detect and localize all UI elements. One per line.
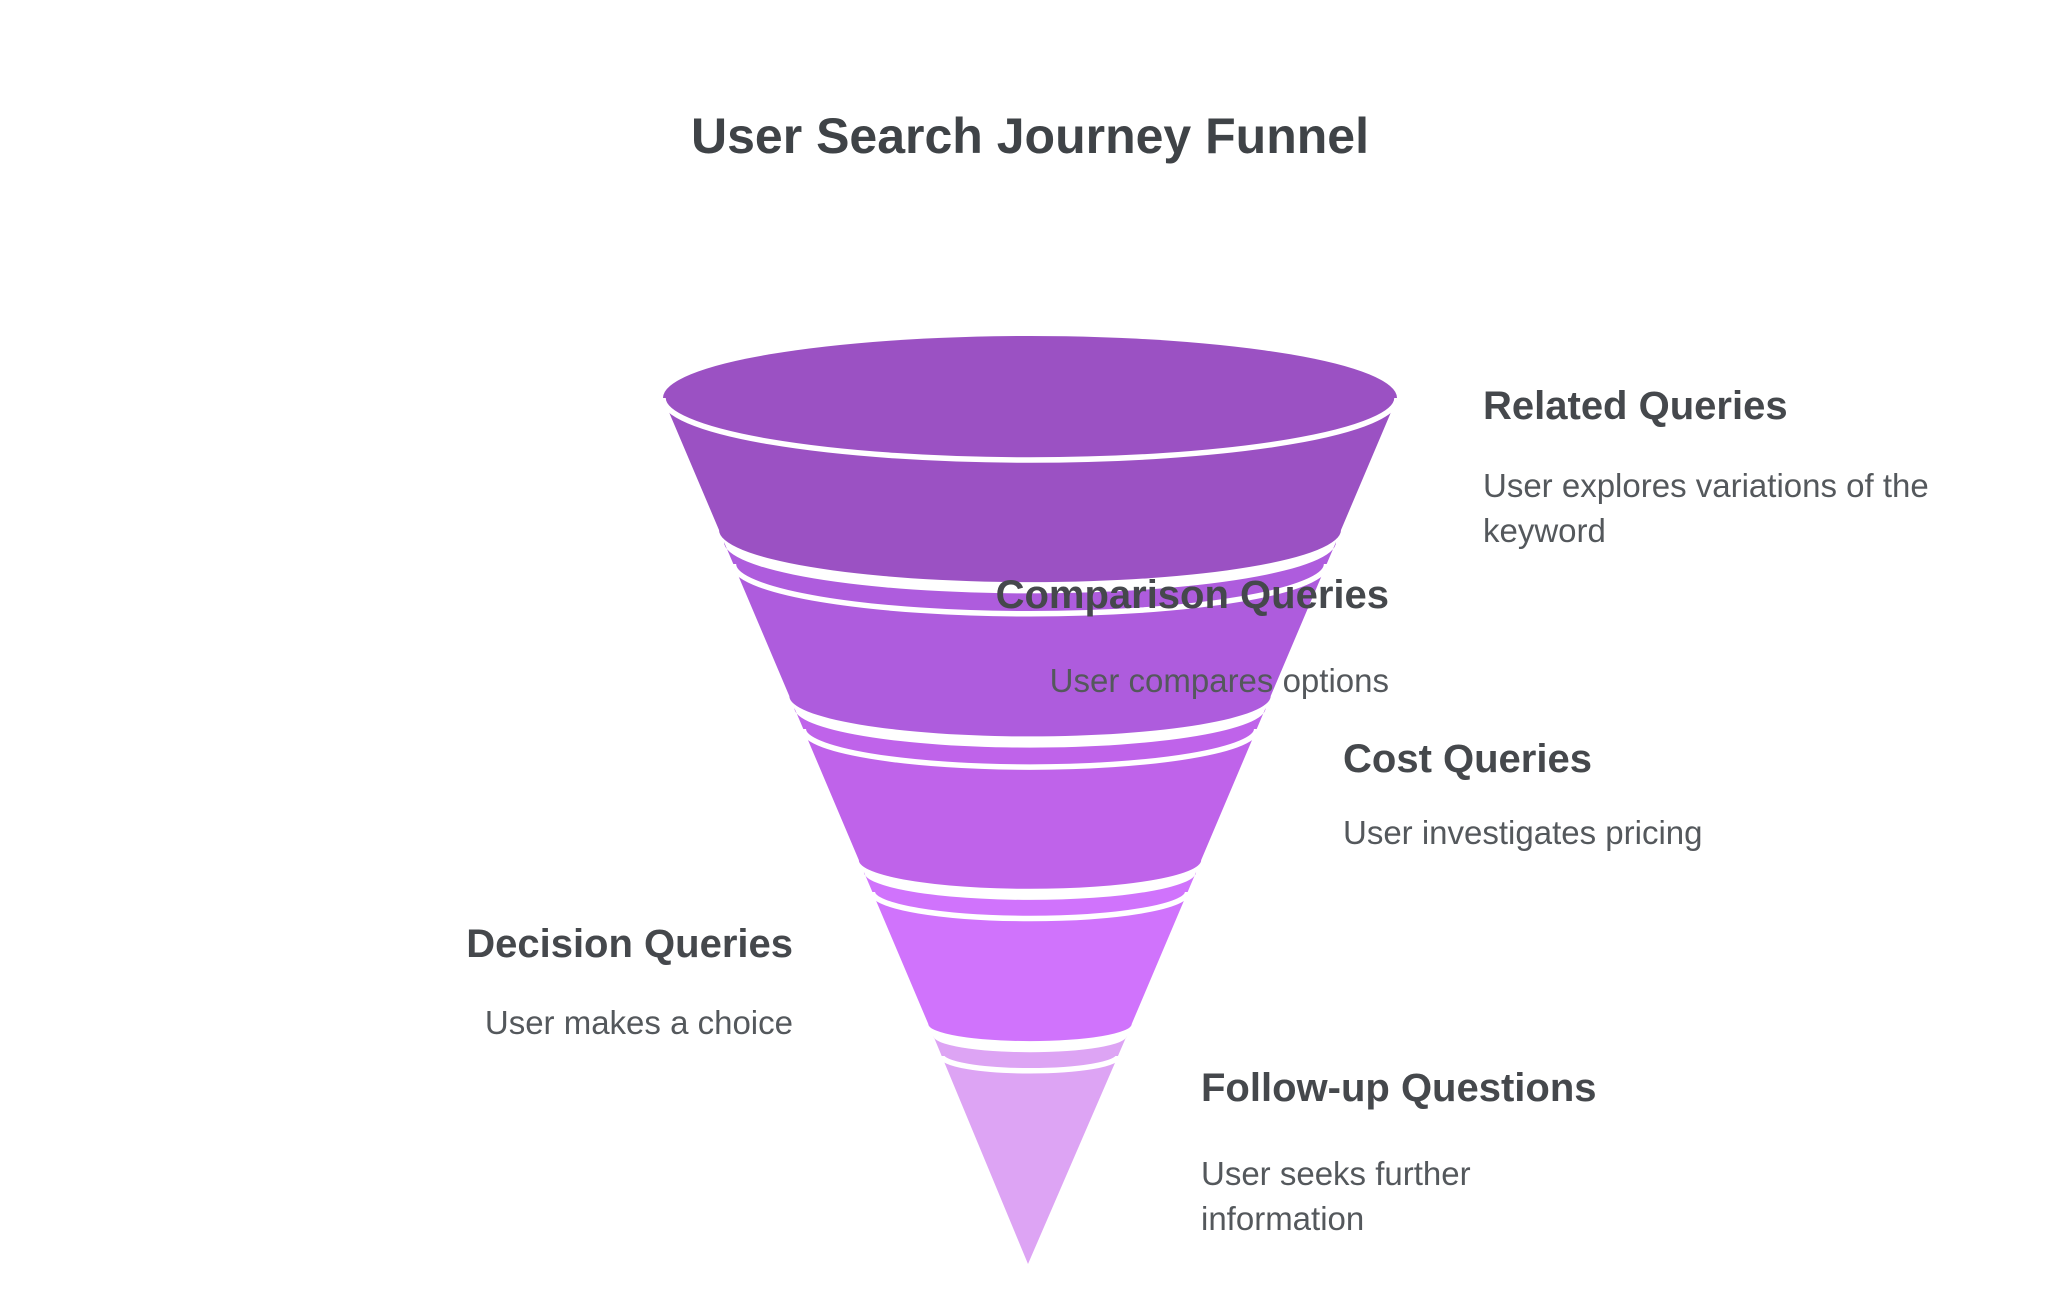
funnel-stage-body [724,542,1336,737]
funnel-rim-line [730,563,1330,617]
label-group-decision-queries: Decision Queries User makes a choice [273,918,793,1046]
funnel-stage-body [863,872,1197,1042]
label-group-related-queries: Related Queries User explores variations… [1483,380,1943,553]
page-title: User Search Journey Funnel [690,108,1370,164]
label-group-follow-up-questions: Follow-up Questions User seeks further i… [1201,1062,1597,1241]
funnel-mouth [663,336,1397,460]
stage-description: User investigates pricing [1343,814,1703,851]
stage-description: User explores variations of the keyword [1483,467,1929,549]
stage-description: User compares options [1049,662,1389,699]
funnel-rim-line [800,728,1260,770]
stage-label: Comparison Queries [995,573,1389,617]
funnel-stage-follow-up-questions [933,1036,1127,1264]
stage-label: Related Queries [1483,384,1788,428]
funnel-stage-decision-queries [863,872,1197,1042]
stage-description: User seeks further information [1201,1155,1471,1237]
funnel-rim-line [869,891,1191,922]
funnel-rim-line [660,397,1400,463]
stage-description: User makes a choice [484,1004,793,1041]
label-group-cost-queries: Cost Queries User investigates pricing [1343,733,1823,856]
funnel-stage-body [794,708,1266,889]
label-group-comparison-queries: Comparison Queries User compares options [869,569,1389,704]
stage-label: Cost Queries [1343,737,1592,781]
stage-label: Decision Queries [466,922,793,966]
funnel-stage-comparison-queries [724,542,1336,737]
funnel-stage-related-queries [660,336,1400,583]
funnel-stage-body [663,398,1397,583]
funnel-stage-body [933,1036,1127,1264]
funnel-stage-cost-queries [794,708,1266,889]
funnel-rim-line [939,1055,1121,1074]
stage-label: Follow-up Questions [1201,1066,1597,1110]
